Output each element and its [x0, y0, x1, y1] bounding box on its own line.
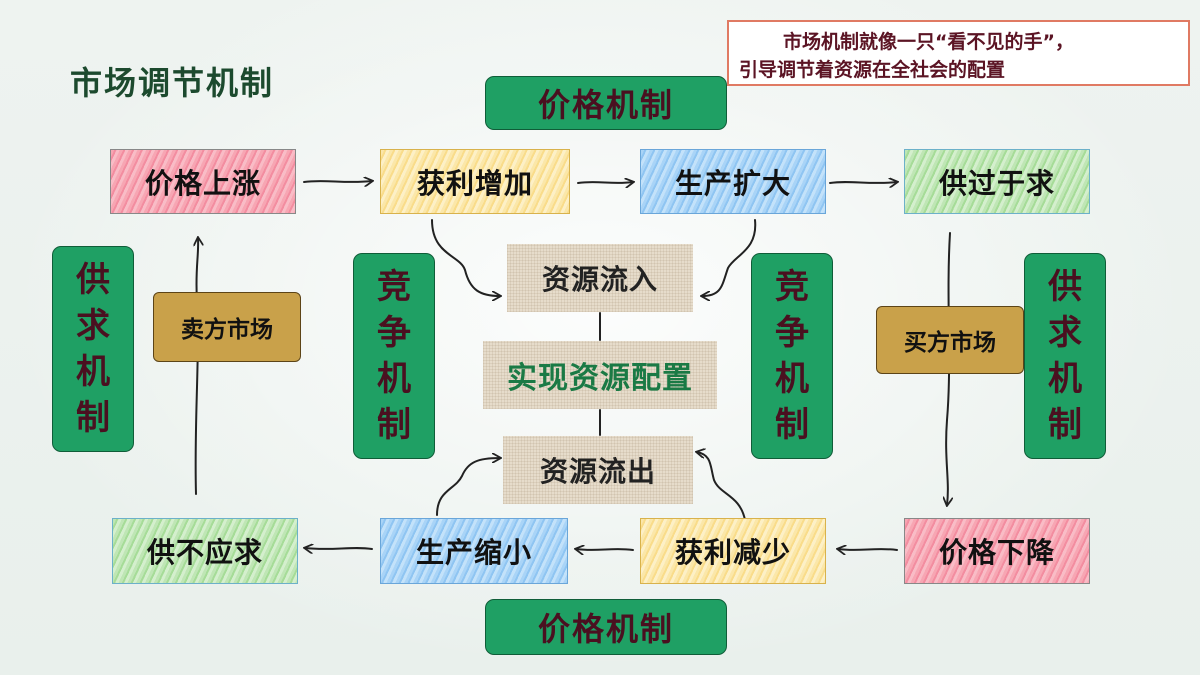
- box-price-fall: 价格下降: [904, 518, 1090, 584]
- competition-right-text: 竞争机制: [775, 267, 809, 445]
- competition-mechanism-right: 竞争机制: [751, 253, 833, 459]
- competition-left-text: 竞争机制: [377, 267, 411, 445]
- box-profit-decrease: 获利减少: [640, 518, 826, 584]
- arrow-profit-up-to-inflow: [431, 219, 500, 296]
- arrow-undersupply-to-price-rise: [196, 238, 199, 495]
- box-oversupply: 供过于求: [904, 149, 1090, 214]
- supply-demand-left-text: 供求机制: [76, 260, 110, 438]
- arrow-expand-to-inflow: [702, 219, 757, 296]
- arrow-shrink-to-undersupply: [305, 548, 373, 549]
- price-mechanism-top: 价格机制: [485, 76, 727, 130]
- page-title: 市场调节机制: [70, 64, 275, 102]
- arrow-expand-to-oversupply: [829, 182, 897, 183]
- supply-demand-mechanism-left: 供求机制: [52, 246, 134, 452]
- box-resource-inflow: 资源流入: [507, 244, 693, 312]
- quote-line-2: 引导调节着资源在全社会的配置: [739, 59, 1006, 81]
- box-price-rise: 价格上涨: [110, 149, 296, 214]
- arrow-oversupply-to-price-fall: [946, 232, 950, 505]
- competition-mechanism-left: 竞争机制: [353, 253, 435, 459]
- box-production-shrink: 生产缩小: [380, 518, 568, 584]
- quote-line-1: 市场机制就像一只“看不见的手”，: [783, 31, 1074, 53]
- arrow-profit-down-to-shrink: [576, 549, 634, 550]
- price-mechanism-bottom: 价格机制: [485, 599, 727, 655]
- arrow-price-down-to-profit-down: [838, 549, 898, 550]
- buyers-market: 买方市场: [876, 306, 1024, 374]
- quote-box: 市场机制就像一只“看不见的手”， 引导调节着资源在全社会的配置: [727, 20, 1190, 86]
- sellers-market: 卖方市场: [153, 292, 301, 362]
- supply-demand-mechanism-right: 供求机制: [1024, 253, 1106, 459]
- box-profit-increase: 获利增加: [380, 149, 570, 214]
- supply-demand-right-text: 供求机制: [1048, 267, 1082, 445]
- box-resource-outflow: 资源流出: [503, 436, 693, 504]
- arrow-shrink-to-outflow: [436, 458, 500, 516]
- arrow-profit-up-to-expand: [577, 182, 633, 183]
- box-production-expand: 生产扩大: [640, 149, 826, 214]
- box-resource-allocation: 实现资源配置: [483, 341, 717, 409]
- arrow-rise-to-profit-up: [303, 181, 372, 182]
- arrow-profit-down-to-outflow: [697, 452, 746, 521]
- box-undersupply: 供不应求: [112, 518, 298, 584]
